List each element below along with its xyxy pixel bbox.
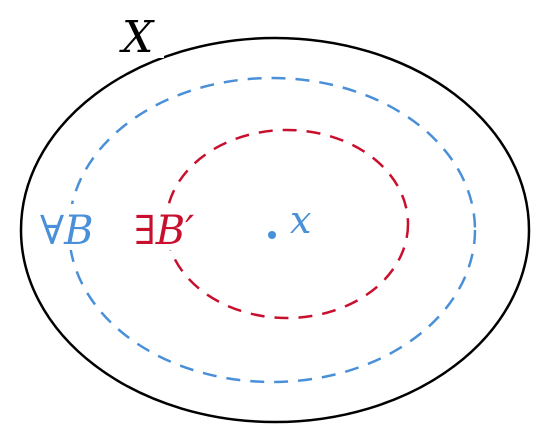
set-label: X — [119, 12, 155, 63]
outer-label-backdrop — [40, 204, 98, 250]
set-label-backdrop — [118, 10, 164, 58]
point-label: x — [290, 198, 311, 242]
outer-neighborhood-label: ∀B — [40, 208, 94, 254]
inner-label-backdrop — [132, 204, 212, 250]
set-x-outline — [19, 36, 531, 424]
point-marker — [268, 231, 276, 239]
inner-neighborhood-label: ∃B′ — [134, 208, 194, 254]
outer-neighborhood-outline — [67, 76, 477, 384]
